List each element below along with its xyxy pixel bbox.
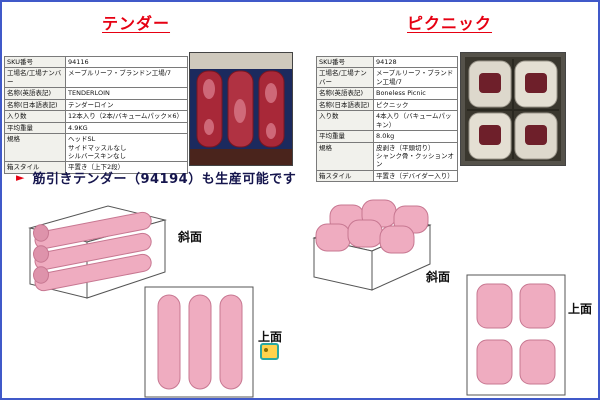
row-value: メープルリーフ・ブランドン工場/7 bbox=[65, 67, 188, 89]
row-label: SKU番号 bbox=[4, 55, 66, 69]
table-row: 工場名/工場ナンバー メープルリーフ・ブランドン工場/7 bbox=[4, 67, 188, 89]
picnic-photo bbox=[460, 52, 566, 166]
table-row: 名称(英語表記) TENDERLOIN bbox=[4, 87, 188, 100]
table-row: 入り数 12本入り（2本/バキュームパック×6） bbox=[4, 110, 188, 123]
tender-slant-label: 斜面 bbox=[178, 230, 203, 244]
table-row: SKU番号 94128 bbox=[316, 55, 458, 69]
row-label: 平均重量 bbox=[4, 121, 66, 135]
row-value: テンダーロイン bbox=[65, 98, 188, 112]
row-label: 工場名/工場ナンバー bbox=[316, 67, 374, 89]
speech-bubble-icon bbox=[260, 343, 279, 360]
table-row: 規格 皮剥き（平頭切り） シャンク骨・クッションオン bbox=[316, 141, 458, 171]
table-row: 箱スタイル 平置き（上下2段） bbox=[4, 161, 188, 174]
row-value: 4.9KG bbox=[65, 121, 188, 135]
row-value: ヘッドSL サイドマッスルなし シルバースキンなし bbox=[65, 133, 188, 163]
row-value: 94116 bbox=[65, 55, 188, 69]
table-row: 工場名/工場ナンバー メープルリーフ・ブランドン工場/7 bbox=[316, 67, 458, 89]
row-value: 平置き（デバイダー入り） bbox=[373, 169, 458, 183]
picnic-top-label: 上面 bbox=[568, 302, 593, 316]
row-value: ピクニック bbox=[373, 98, 458, 112]
table-row: 名称(日本語表記) ピクニック bbox=[316, 98, 458, 112]
table-row: 名称(英語表記) Boneless Picnic bbox=[316, 87, 458, 100]
row-value: 4本入り（バキュームパッキン） bbox=[373, 110, 458, 132]
row-value: 平置き（上下2段） bbox=[65, 161, 188, 174]
tenderloin-photo bbox=[189, 52, 293, 166]
table-row: 平均重量 4.9KG bbox=[4, 121, 188, 135]
picnic-photo-art bbox=[461, 53, 565, 165]
row-value: Boneless Picnic bbox=[373, 87, 458, 100]
table-row: 入り数 4本入り（バキュームパッキン） bbox=[316, 110, 458, 132]
note-text: 筋引きテンダー（94194）も生産可能です bbox=[32, 172, 297, 187]
red-arrow-icon: ► bbox=[16, 171, 25, 184]
row-label: 箱スタイル bbox=[4, 161, 66, 174]
row-label: 規格 bbox=[4, 133, 66, 163]
table-row: SKU番号 94116 bbox=[4, 55, 188, 69]
table-row: 名称(日本語表記) テンダーロイン bbox=[4, 98, 188, 112]
row-label: 名称(日本語表記) bbox=[4, 98, 66, 112]
row-label: 名称(英語表記) bbox=[316, 87, 374, 100]
tender-top-view-diagram bbox=[144, 286, 254, 398]
picnic-top-view-diagram bbox=[466, 274, 566, 396]
row-label: 名称(日本語表記) bbox=[316, 98, 374, 112]
row-value: 94128 bbox=[373, 55, 458, 69]
tender-top-view-art bbox=[144, 286, 254, 398]
table-row: 平均重量 8.0kg bbox=[316, 130, 458, 143]
row-value: 8.0kg bbox=[373, 130, 458, 143]
table-row: 規格 ヘッドSL サイドマッスルなし シルバースキンなし bbox=[4, 133, 188, 163]
picnic-top-view-art bbox=[466, 274, 566, 396]
row-label: 入り数 bbox=[316, 110, 374, 132]
row-label: 入り数 bbox=[4, 110, 66, 123]
picnic-slant-view-diagram bbox=[302, 198, 437, 293]
row-value: TENDERLOIN bbox=[65, 87, 188, 100]
row-label: 名称(英語表記) bbox=[4, 87, 66, 100]
row-label: SKU番号 bbox=[316, 55, 374, 69]
picnic-slant-view-art bbox=[312, 199, 432, 291]
tender-spec-table: SKU番号 94116 工場名/工場ナンバー メープルリーフ・ブランドン工場/7… bbox=[4, 55, 188, 174]
tenderloin-photo-art bbox=[190, 53, 292, 165]
production-note: ► 筋引きテンダー（94194）も生産可能です bbox=[16, 168, 296, 187]
picnic-spec-table: SKU番号 94128 工場名/工場ナンバー メープルリーフ・ブランドン工場/7… bbox=[316, 55, 458, 183]
picnic-title: ピクニック bbox=[407, 14, 493, 33]
row-value: メープルリーフ・ブランドン工場/7 bbox=[373, 67, 458, 89]
tender-slant-view-art bbox=[28, 205, 167, 299]
tender-slant-view-diagram bbox=[10, 196, 175, 304]
row-label: 箱スタイル bbox=[316, 169, 374, 183]
picnic-slant-label: 斜面 bbox=[426, 270, 451, 284]
table-row: 箱スタイル 平置き（デバイダー入り） bbox=[316, 169, 458, 183]
row-value: 12本入り（2本/バキュームパック×6） bbox=[65, 110, 188, 123]
row-label: 規格 bbox=[316, 141, 374, 171]
row-label: 平均重量 bbox=[316, 130, 374, 143]
tender-top-label: 上面 bbox=[258, 330, 283, 344]
row-label: 工場名/工場ナンバー bbox=[4, 67, 66, 89]
tender-title: テンダー bbox=[102, 14, 171, 33]
row-value: 皮剥き（平頭切り） シャンク骨・クッションオン bbox=[373, 141, 458, 171]
